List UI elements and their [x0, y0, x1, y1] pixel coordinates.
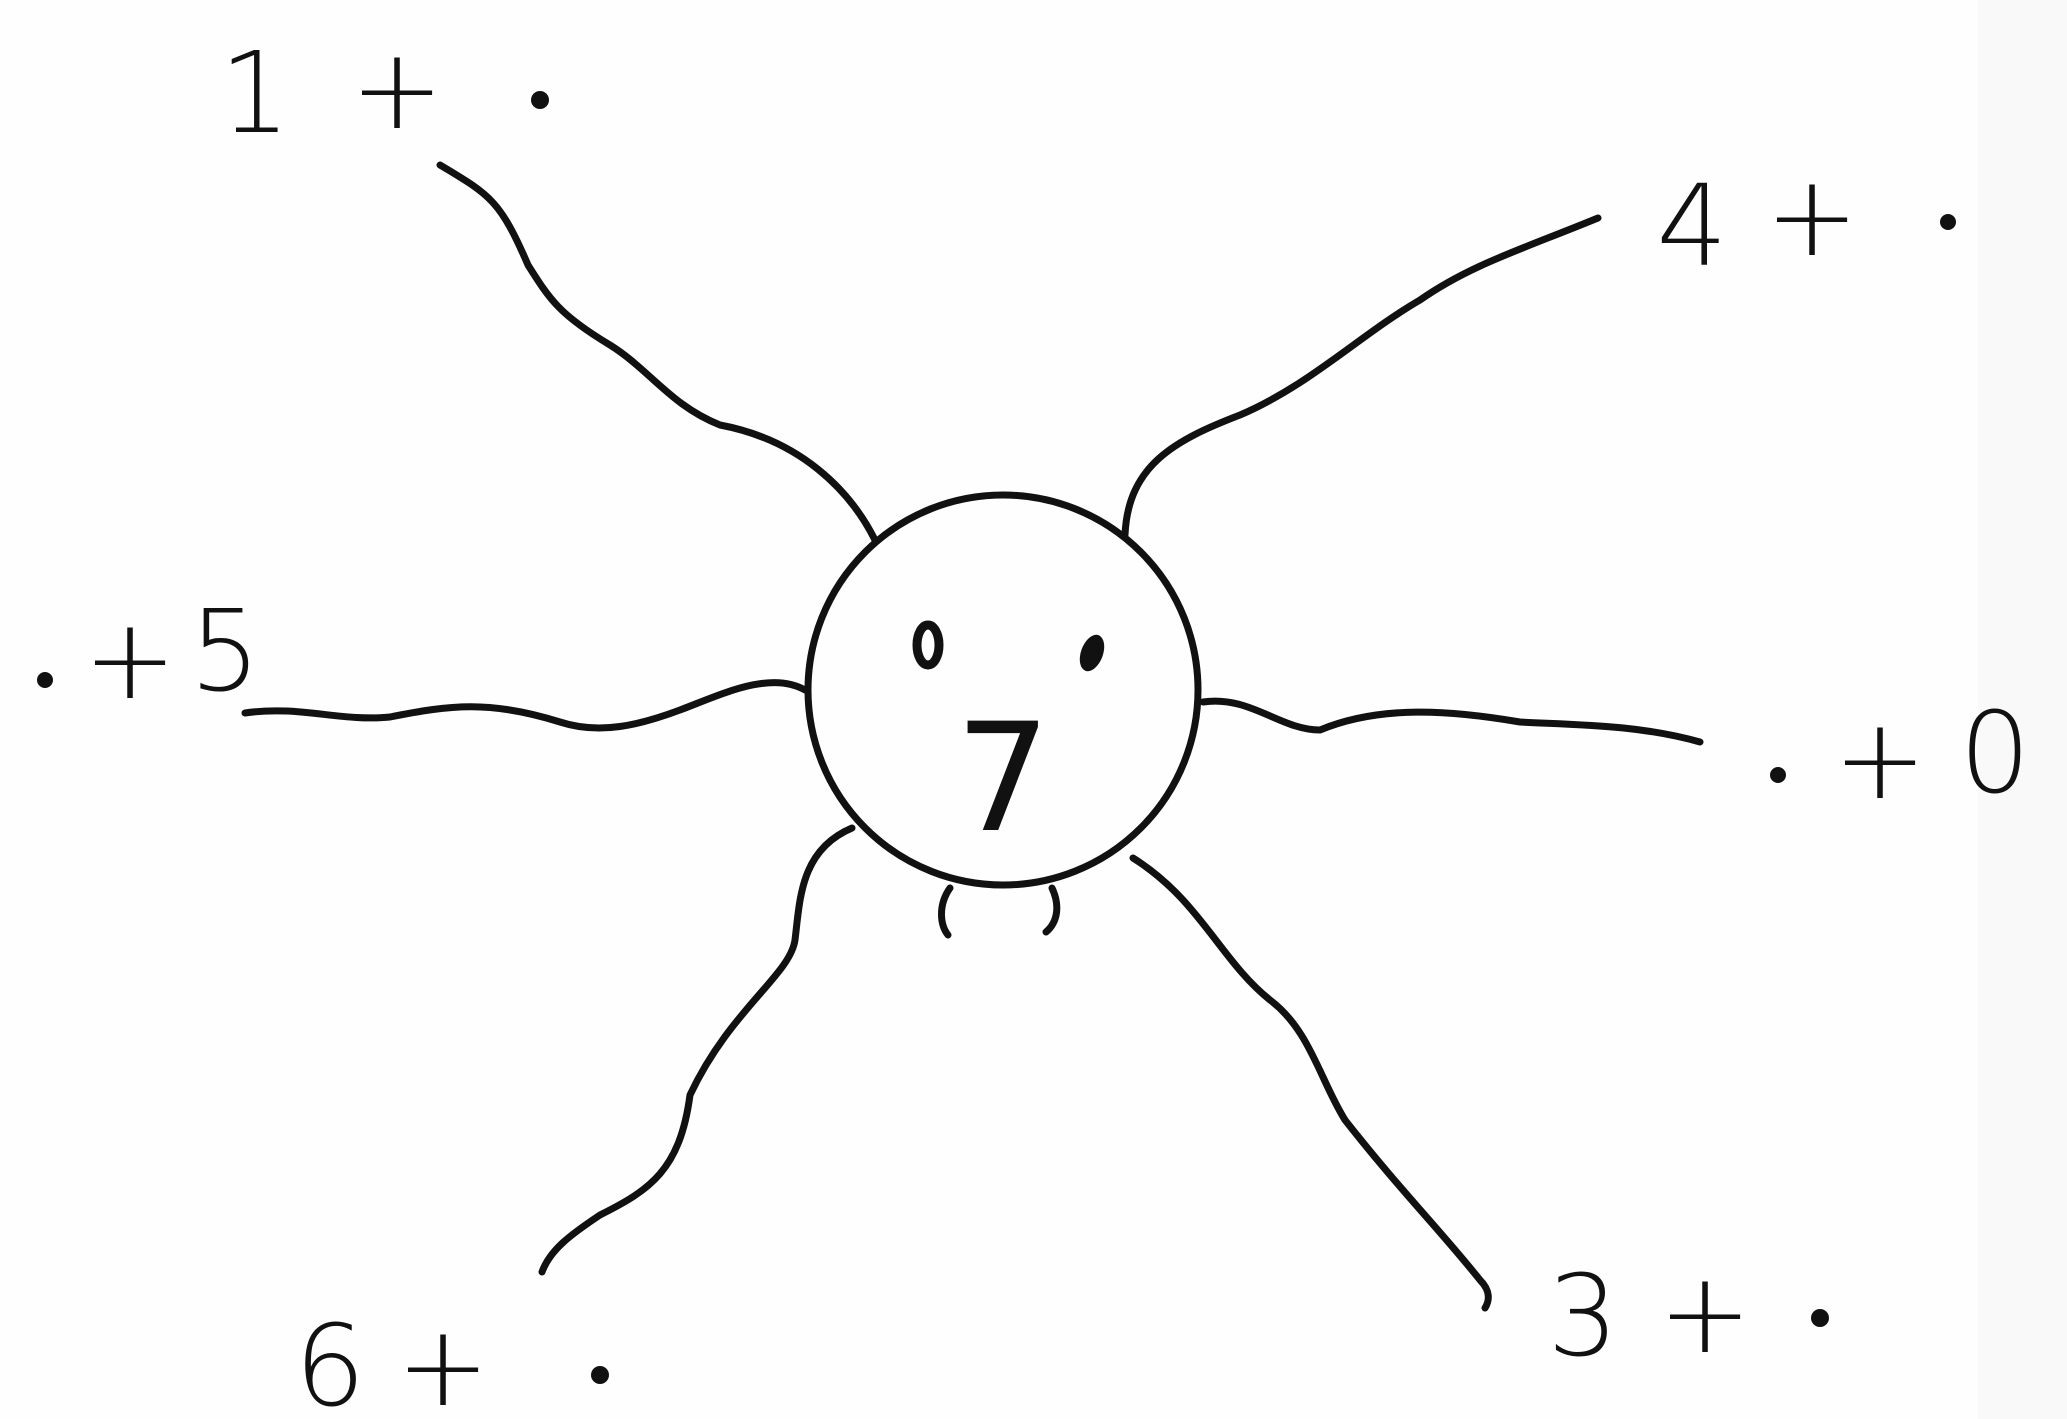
label-bottom-right: 3 + .: [1547, 1249, 1829, 1382]
label-top-right: 4 + .: [1656, 152, 1956, 292]
ray-right: [1203, 701, 1700, 742]
label-top-right-prefix: 4: [1656, 162, 1727, 292]
sun-right-eye: [1075, 631, 1109, 674]
label-bottom-right-operator: +: [1658, 1249, 1752, 1379]
label-right-operator: +: [1833, 695, 1927, 825]
label-top-right-operator: +: [1765, 152, 1859, 282]
sun-left-eye: [917, 625, 939, 665]
label-left-number: 5: [189, 587, 260, 717]
label-top-right-blank-dot[interactable]: [1940, 214, 1956, 230]
ray-bottom-left: [542, 828, 852, 1272]
label-top-left-blank-dot[interactable]: [531, 91, 549, 109]
label-bottom-left-operator: +: [396, 1302, 490, 1419]
center-number: 7: [955, 692, 1050, 866]
label-right-number: 0: [1959, 689, 2030, 819]
label-bottom-right-prefix: 3: [1547, 1252, 1618, 1382]
label-right-blank-dot[interactable]: [1770, 767, 1786, 783]
ray-top-right: [1125, 218, 1598, 535]
ray-bottom-right: [1133, 858, 1488, 1308]
label-bottom-left: 6 + .: [294, 1302, 609, 1419]
ray-left: [245, 683, 805, 728]
label-top-left: 1 + .: [219, 25, 549, 159]
ray-top-left: [440, 165, 875, 540]
label-left-blank-dot[interactable]: [37, 672, 53, 688]
label-bottom-right-blank-dot[interactable]: [1811, 1309, 1829, 1327]
label-left: . + 5: [37, 587, 261, 725]
label-right: . + 0: [1770, 689, 2031, 825]
label-top-left-prefix: 1: [219, 29, 290, 159]
sun-feet: [942, 888, 1057, 935]
label-bottom-left-prefix: 6: [294, 1302, 365, 1419]
label-top-left-operator: +: [350, 25, 444, 155]
label-bottom-left-blank-dot[interactable]: [591, 1366, 609, 1384]
label-left-operator: +: [83, 595, 177, 725]
